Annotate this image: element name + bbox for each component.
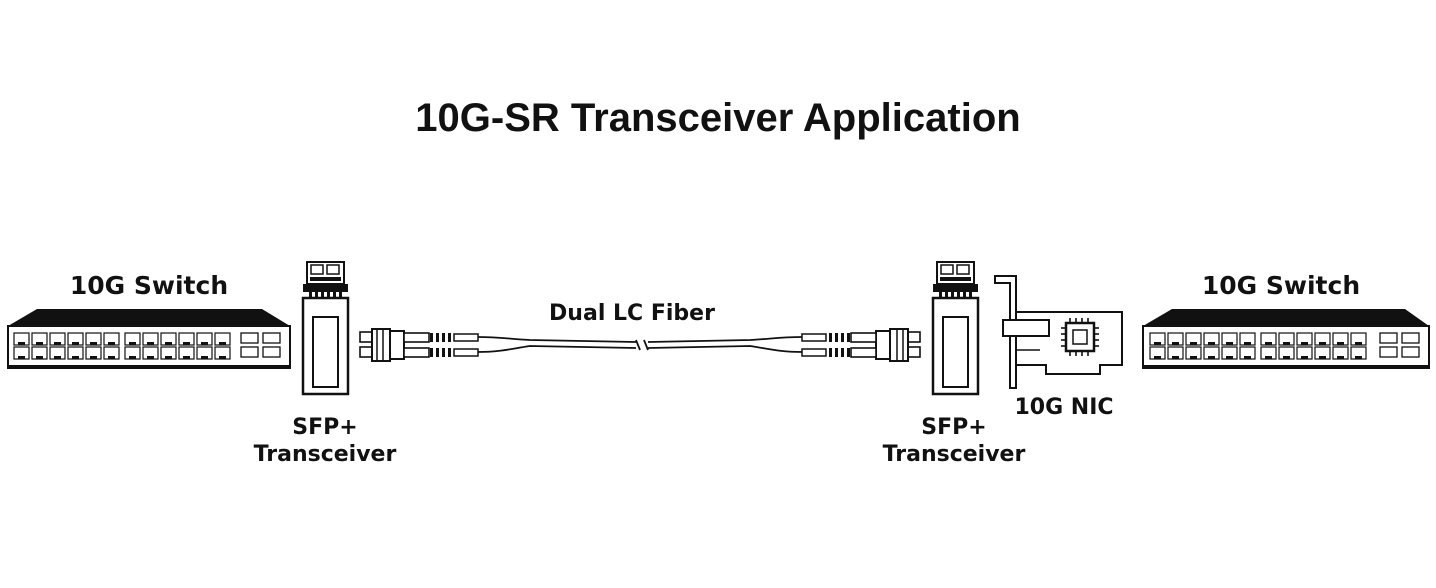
switch-port: [1239, 346, 1256, 360]
switch-port: [1185, 332, 1202, 346]
switch-icon: [1142, 309, 1430, 369]
switch-port: [103, 346, 120, 360]
switch-port: [1149, 346, 1166, 360]
label-switch-right: 10G Switch: [1201, 271, 1361, 300]
switch-port: [124, 346, 141, 360]
switch-port: [1167, 346, 1184, 360]
label-transceiver-right-line1: SFP+: [921, 415, 987, 440]
switch-port: [1239, 332, 1256, 346]
label-transceiver-left: SFP+ Transceiver: [225, 414, 425, 468]
switch-sfp-slot: [1379, 346, 1398, 358]
switch-sfp-slot: [240, 332, 259, 344]
switch-port: [1260, 346, 1277, 360]
switch-port: [1203, 346, 1220, 360]
switch-port: [67, 332, 84, 346]
switch-sfp-slot: [1401, 346, 1420, 358]
switch-port: [1278, 332, 1295, 346]
label-transceiver-left-line1: SFP+: [292, 415, 358, 440]
switch-port: [196, 346, 213, 360]
sfp-transceiver-icon: [931, 261, 980, 396]
fiber-cable-icon: [477, 336, 803, 353]
sfp-transceiver-icon: [301, 261, 350, 396]
label-fiber: Dual LC Fiber: [549, 301, 715, 326]
switch-port: [214, 346, 231, 360]
nic-card-icon: [994, 275, 1123, 389]
switch-port: [160, 332, 177, 346]
switch-sfp-slot: [1401, 332, 1420, 344]
switch-port: [1296, 332, 1313, 346]
label-transceiver-left-line2: Transceiver: [253, 442, 397, 467]
switch-port: [85, 332, 102, 346]
switch-port: [31, 346, 48, 360]
switch-port: [1203, 332, 1220, 346]
switch-port: [142, 332, 159, 346]
switch-port: [49, 332, 66, 346]
switch-sfp-slot: [240, 346, 259, 358]
switch-port: [1260, 332, 1277, 346]
switch-port: [124, 332, 141, 346]
switch-port: [85, 346, 102, 360]
switch-sfp-slot: [262, 346, 281, 358]
switch-icon: [7, 309, 291, 369]
switch-port: [1314, 332, 1331, 346]
switch-port: [31, 332, 48, 346]
switch-port: [1350, 346, 1367, 360]
label-nic: 10G NIC: [1014, 395, 1114, 420]
switch-port: [214, 332, 231, 346]
switch-port: [1296, 346, 1313, 360]
switch-port: [103, 332, 120, 346]
switch-port: [1221, 332, 1238, 346]
switch-port: [1278, 346, 1295, 360]
switch-port: [1221, 346, 1238, 360]
switch-port: [1350, 332, 1367, 346]
switch-port: [142, 346, 159, 360]
switch-sfp-slot: [262, 332, 281, 344]
switch-port: [1332, 346, 1349, 360]
lc-connector-icon: [801, 328, 921, 362]
switch-port: [1332, 332, 1349, 346]
switch-port: [1314, 346, 1331, 360]
switch-port: [13, 346, 30, 360]
label-transceiver-right: SFP+ Transceiver: [854, 414, 1054, 468]
diagram-title: 10G-SR Transceiver Application: [415, 96, 1021, 140]
switch-port: [13, 332, 30, 346]
label-transceiver-right-line2: Transceiver: [882, 442, 1026, 467]
switch-port: [1149, 332, 1166, 346]
lc-connector-icon: [359, 328, 479, 362]
label-switch-left: 10G Switch: [69, 271, 229, 300]
switch-port: [178, 346, 195, 360]
switch-port: [178, 332, 195, 346]
switch-sfp-slot: [1379, 332, 1398, 344]
switch-port: [196, 332, 213, 346]
switch-port: [1185, 346, 1202, 360]
switch-port: [49, 346, 66, 360]
switch-port: [160, 346, 177, 360]
switch-port: [67, 346, 84, 360]
switch-port: [1167, 332, 1184, 346]
